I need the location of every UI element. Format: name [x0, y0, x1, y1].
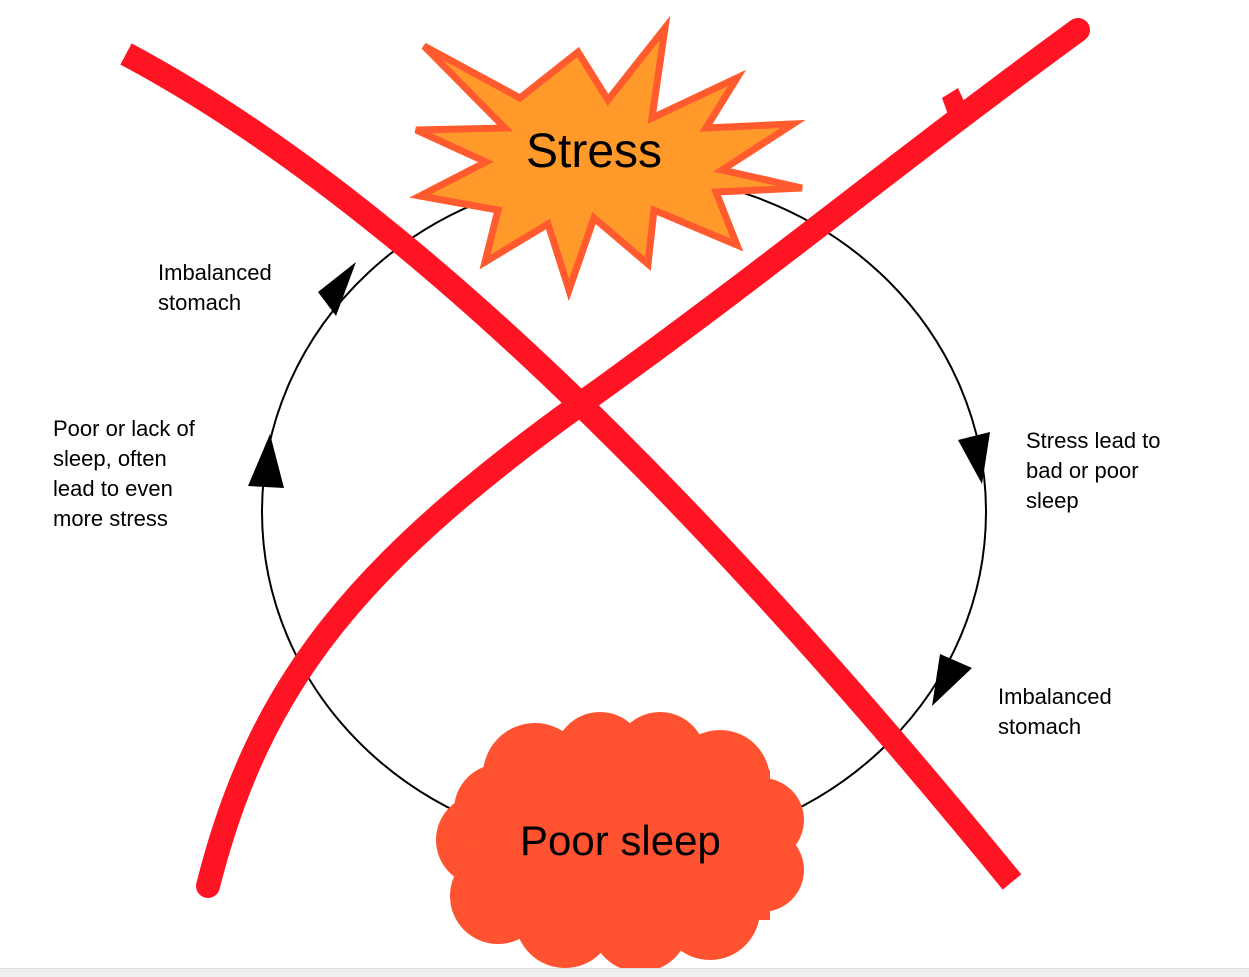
stress-starburst	[409, 15, 806, 302]
arrowhead-left-lower	[248, 434, 284, 488]
arrowhead-right-lower	[932, 654, 972, 706]
cross-stroke-2-notch	[942, 88, 968, 120]
edge-label-stress-to-sleep: Stress lead to bad or poor sleep	[1026, 428, 1161, 513]
edge-label-left-upper: Imbalanced stomach	[158, 260, 272, 315]
edge-label-sleep-to-stress: Poor or lack of sleep, often lead to eve…	[53, 416, 195, 531]
poor-sleep-label: Poor sleep	[520, 817, 721, 864]
arrowhead-right-upper	[958, 432, 990, 484]
arrowhead-left-upper	[318, 262, 356, 316]
stress-label: Stress	[526, 125, 663, 178]
poor-sleep-cloud	[436, 712, 804, 972]
bottom-scroll-strip	[0, 968, 1249, 977]
edge-label-right-lower: Imbalanced stomach	[998, 684, 1112, 739]
cross-stroke-2	[196, 18, 1090, 898]
cross-stroke-1	[120, 43, 1022, 890]
